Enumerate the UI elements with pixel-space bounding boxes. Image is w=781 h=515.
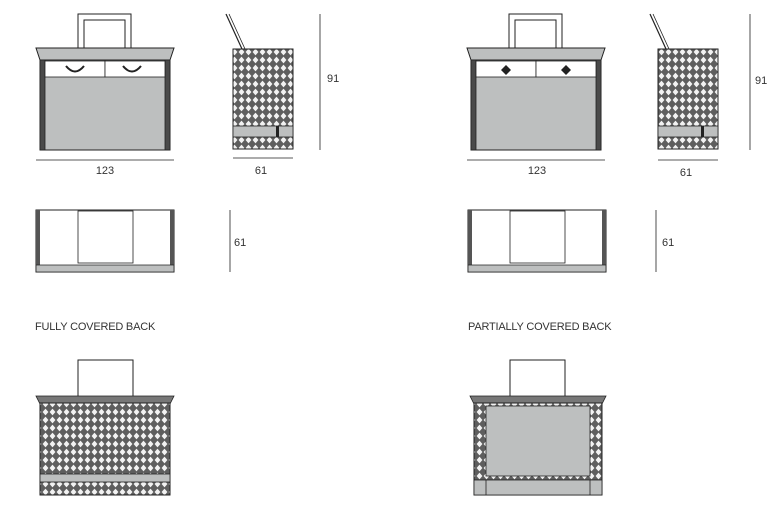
side-view-a [225, 13, 294, 150]
drawer-handle-icon [65, 65, 85, 73]
partially-covered-label: PARTIALLY COVERED BACK [468, 321, 612, 333]
drawer-knob-icon [561, 65, 571, 75]
plan-depth-label-a: 61 [234, 237, 246, 249]
height-dimension-a: 91 [319, 14, 339, 150]
fully-covered-label: FULLY COVERED BACK [35, 321, 156, 333]
plan-view-b [467, 209, 607, 273]
depth-dimension-a: 61 [233, 157, 293, 177]
width-dimension-a: 123 [36, 159, 174, 177]
height-label-b: 91 [755, 75, 767, 87]
front-view-a [35, 13, 175, 151]
front-view-b [466, 13, 606, 151]
drawer-knob-icon [501, 65, 511, 75]
depth-label-b: 61 [680, 167, 692, 179]
plan-depth-label-b: 61 [662, 237, 674, 249]
back-view-fully-covered [35, 359, 175, 496]
width-dimension-b: 123 [467, 159, 605, 177]
back-view-partially-covered [469, 359, 607, 496]
height-dimension-b: 91 [749, 14, 767, 150]
depth-label-a: 61 [255, 165, 267, 177]
width-label-b: 123 [528, 165, 546, 177]
drawer-handle-icon [122, 65, 142, 73]
width-label-a: 123 [96, 165, 114, 177]
depth-dimension-b: 61 [658, 159, 718, 179]
plan-depth-dimension-b: 61 [655, 210, 674, 272]
plan-view-a [35, 209, 175, 273]
plan-depth-dimension-a: 61 [229, 210, 246, 272]
height-label-a: 91 [327, 73, 339, 85]
side-view-b [649, 13, 719, 150]
